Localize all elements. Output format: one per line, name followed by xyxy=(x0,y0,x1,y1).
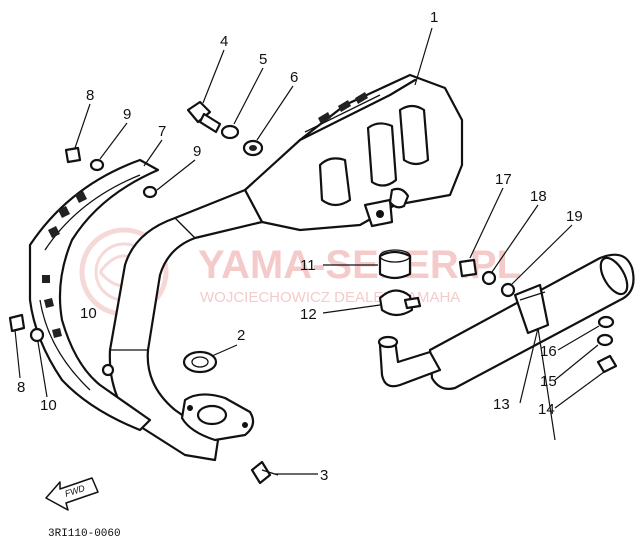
callout-18: 18 xyxy=(530,188,547,205)
part-muffler xyxy=(243,73,464,232)
callout-11: 11 xyxy=(300,257,316,274)
callout-2: 2 xyxy=(237,327,245,344)
callout-10-bottom: 10 xyxy=(40,397,57,414)
callout-5: 5 xyxy=(259,51,267,68)
part-collar-10 xyxy=(29,327,115,377)
part-washer-9b xyxy=(142,185,158,199)
part-clamp-12 xyxy=(378,289,422,317)
part-exhaust-pipe xyxy=(108,188,264,462)
callout-4: 4 xyxy=(220,33,228,50)
callout-9-right: 9 xyxy=(193,143,201,160)
callout-12: 12 xyxy=(300,306,317,323)
callout-labels: 1 2 3 4 5 6 7 8 8 9 9 10 10 11 12 13 14 … xyxy=(17,9,583,484)
callout-8-top: 8 xyxy=(86,87,94,104)
part-washer-19 xyxy=(500,282,516,298)
callout-1: 1 xyxy=(430,9,438,26)
part-screw-8b xyxy=(8,313,26,333)
forward-arrow-icon: FWD xyxy=(45,477,99,511)
callout-19: 19 xyxy=(566,208,583,225)
leader-lines xyxy=(14,27,605,475)
callout-16: 16 xyxy=(540,343,557,360)
callout-7: 7 xyxy=(158,123,166,140)
callout-14: 14 xyxy=(538,401,555,418)
part-nut-16 xyxy=(597,315,615,329)
part-bolt-3 xyxy=(250,460,279,485)
callout-13: 13 xyxy=(493,396,510,413)
callout-17: 17 xyxy=(495,171,512,188)
watermark-subtitle: WOJCIECHOWICZ DEALER YAMAHA xyxy=(200,289,460,306)
part-bolt-14 xyxy=(596,354,618,374)
part-gasket-2 xyxy=(182,350,218,374)
part-washer-15 xyxy=(596,333,614,347)
part-silencer xyxy=(377,253,635,390)
part-bolt-4 xyxy=(186,100,222,134)
part-nut-6 xyxy=(242,139,264,157)
part-washer-9a xyxy=(89,158,105,172)
diagram-code: 3RI110-0060 xyxy=(48,528,121,540)
callout-3: 3 xyxy=(320,467,328,484)
callout-10-inner: 10 xyxy=(80,305,97,322)
callout-8-bottom: 8 xyxy=(17,379,25,396)
callout-6: 6 xyxy=(290,69,298,86)
part-gasket-11 xyxy=(378,249,412,280)
part-heat-protector xyxy=(28,158,160,432)
part-washer-5 xyxy=(220,124,240,140)
part-screw-8a xyxy=(64,146,82,164)
part-washer-18 xyxy=(481,270,497,286)
callout-15: 15 xyxy=(540,373,557,390)
part-nut-17 xyxy=(458,258,478,278)
callout-9-left: 9 xyxy=(123,106,131,123)
